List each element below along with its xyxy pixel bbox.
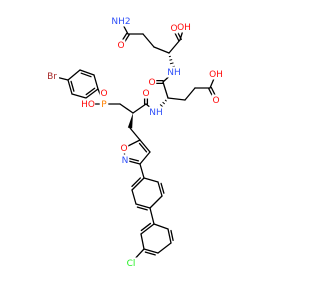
bond-isoxazole-c3c4 [139, 151, 151, 165]
bond-bromophenyl-ring [71, 93, 87, 99]
bond-bromophenyl-ring [67, 79, 73, 95]
bond-backbone-1 [132, 103, 147, 114]
bond-phenyl-ring [135, 203, 151, 209]
glu-amide-oxygen-label-background [141, 87, 151, 99]
bond-chlorophenyl-ring [157, 242, 172, 254]
bond-bromophenyl-ring-inner [80, 72, 92, 78]
phosphinic-hydroxyl-label: HO [81, 100, 95, 110]
bond-chlorophenyl-ring [140, 233, 145, 250]
bond-phenyl-ring [157, 181, 163, 197]
amide-nh2-label: NH2 [111, 17, 130, 27]
bond-bromophenyl-ring [79, 69, 95, 76]
gln-nh-label-background [166, 66, 182, 78]
bond-gln-stereo-stroke [169, 59, 173, 61]
gln-amide-oxygen-label: O [148, 78, 155, 88]
bond-ch2-isoxazole [129, 127, 141, 141]
bond-gln-chain-2 [142, 33, 155, 48]
bond-stereo-wedge [127, 113, 133, 129]
bond-phenyl-ring [149, 195, 163, 209]
phosphinyl-oxygen-label: O [100, 89, 107, 99]
phosphinyl-oxygen-label-background [99, 87, 109, 99]
isoxazole-oxygen-label: O [120, 144, 127, 154]
phosphorus-label: P [101, 100, 107, 110]
gln-carbonyl-oxygen-label: O [170, 24, 177, 34]
bond-bromophenyl-ring [93, 74, 99, 90]
isoxazole-nitrogen-label: N [122, 156, 129, 166]
bond-chlorophenyl-ring [140, 223, 155, 235]
gln-nh-label: NH [167, 68, 181, 78]
isoxazole-nitrogen-label-background [120, 154, 130, 166]
bond-gln-cooh [168, 39, 181, 54]
chlorine-label-background [123, 257, 139, 269]
glu-nh-label-background [148, 106, 164, 118]
bond-bromophenyl-ring-inner [85, 87, 96, 96]
bond-phenyl-ring [143, 177, 159, 183]
bond-isoxazole-aryl [139, 163, 145, 179]
bond-isoxazole-c4c5 [139, 139, 151, 153]
bond-glu-alpha [162, 81, 169, 99]
bond-chlorophenyl-ring [143, 248, 159, 254]
bromine-label: Br [47, 72, 57, 82]
bond-glu-chain-2 [184, 87, 196, 101]
bond-glu-chain-1 [167, 97, 186, 101]
isoxazole-oxygen-label-background [119, 142, 129, 154]
bond-chlorophenyl-ring-inner [170, 229, 174, 242]
bond-phenyl-ring-inner [131, 177, 142, 188]
phosphorus-label-background [99, 98, 109, 110]
glu-nh-label: NH [149, 108, 163, 118]
bond-glu-stereo-stroke [159, 104, 164, 108]
bond-bromophenyl-ring [67, 69, 81, 81]
bond-chlorophenyl-ring [167, 228, 172, 244]
amide-oxygen-label-background [116, 39, 126, 51]
bonds-layer [51, 20, 218, 264]
bond-gln-stereo-stroke [169, 62, 174, 65]
bond-phenyl-ring [131, 177, 145, 191]
bond-isoxazole-cn-inner [127, 157, 140, 162]
bond-chlorophenyl-ring-inner [140, 222, 152, 232]
bond-phenyl-ring [131, 189, 137, 205]
glu-amide-oxygen-label: O [142, 89, 149, 99]
bond-bromophenyl-ring-inner [70, 80, 75, 92]
bond-glu-stereo-stroke [162, 101, 166, 105]
chlorine-label: Cl [127, 259, 136, 269]
amide-nh2-label-background [111, 15, 131, 27]
bromine-label-background [44, 70, 60, 82]
glu-hydroxyl-label: OH [209, 70, 223, 80]
glu-carbonyl-oxygen-label: O [212, 96, 219, 106]
bond-phenyl-ring-inner [136, 206, 148, 211]
glu-carbonyl-oxygen-label-background [211, 94, 221, 106]
amide-oxygen-label: O [117, 41, 124, 51]
bond-chlorophenyl-ring [153, 223, 169, 230]
bond-biaryl [149, 207, 155, 225]
bond-glu-stereo-stroke [164, 99, 167, 102]
glu-hydroxyl-label-background [208, 68, 224, 80]
gln-hydroxyl-label-background [176, 21, 192, 33]
bond-isoxazole-c4c5-inner [138, 142, 148, 153]
bond-gln-stereo-stroke [168, 55, 172, 58]
bond-phenyl-ring-inner [160, 182, 165, 194]
bond-bromophenyl-ring [85, 88, 99, 99]
gln-carbonyl-oxygen-label-background [169, 22, 179, 34]
bond-gln-chain-3 [153, 46, 170, 54]
gln-amide-oxygen-label-background [147, 76, 157, 88]
bond-ch2-p [119, 103, 134, 114]
gln-hydroxyl-label: OH [177, 23, 191, 33]
bond-chlorophenyl-ring-inner [144, 251, 156, 256]
phosphinic-hydroxyl-label-background [80, 98, 96, 110]
